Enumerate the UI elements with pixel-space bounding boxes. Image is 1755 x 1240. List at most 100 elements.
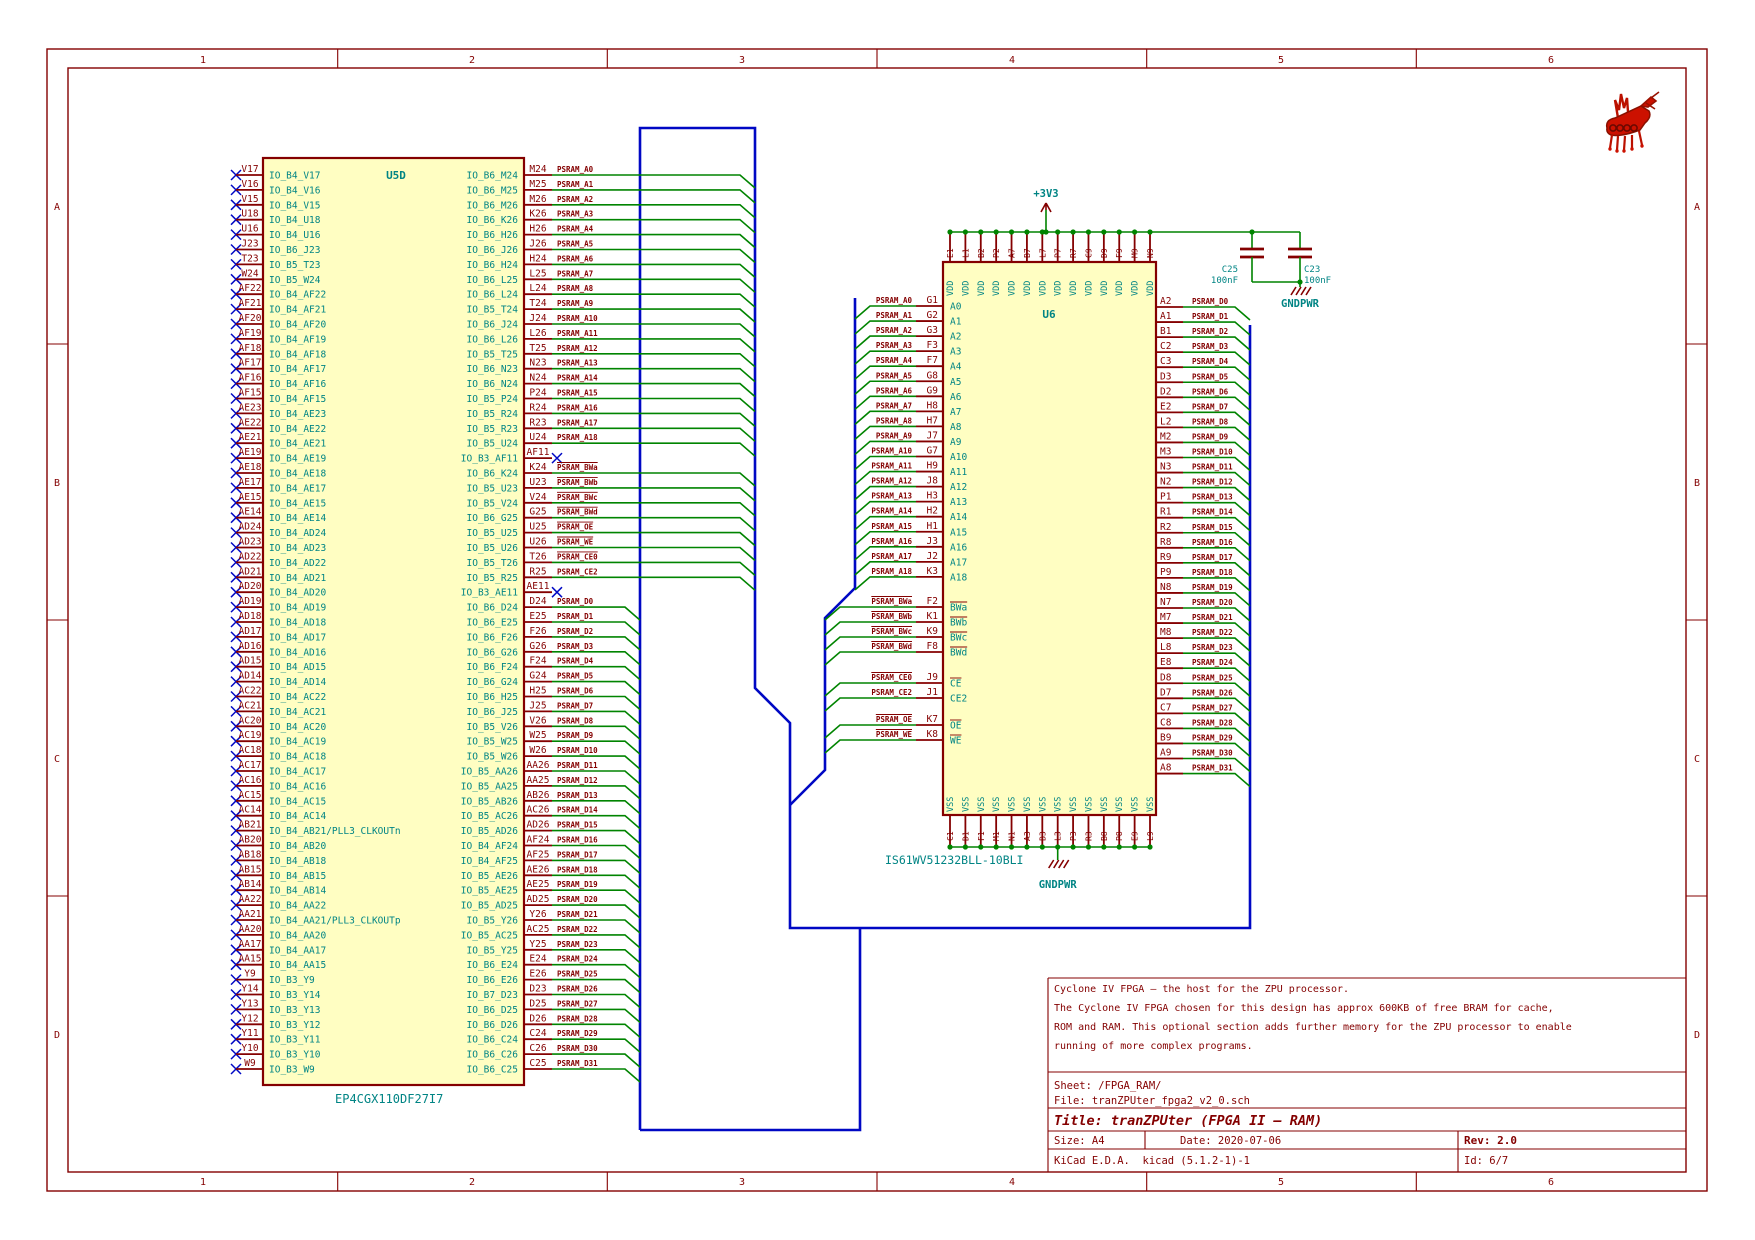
bus-line <box>640 928 862 1132</box>
wire <box>552 367 756 383</box>
pin-number: B2 <box>977 248 986 258</box>
wire <box>552 338 756 353</box>
pin-number: K8 <box>927 729 939 740</box>
pin-number: AB18 <box>239 849 262 860</box>
pin-name: IO_B4_AC14 <box>269 811 326 822</box>
logo <box>1605 91 1660 153</box>
pin-number: N24 <box>529 373 546 384</box>
wire <box>854 500 916 516</box>
net-label: PSRAM_D0 <box>1192 297 1229 306</box>
fpga-body <box>261 156 526 1087</box>
wire <box>552 1068 641 1083</box>
pin-number: AD25 <box>527 894 550 905</box>
net-label: PSRAM_A2 <box>557 195 593 204</box>
pin-number: M3 <box>1160 447 1171 458</box>
net-label: PSRAM_CE0 <box>557 552 598 561</box>
wire <box>1183 426 1251 442</box>
pin-number: AD15 <box>239 656 262 667</box>
pin-number: AF20 <box>239 313 262 324</box>
pin-number: M7 <box>1160 612 1171 623</box>
pin-name: IO_B5_Y25 <box>467 945 518 956</box>
net-label: PSRAM_D24 <box>557 955 598 964</box>
pin-number: E24 <box>529 954 546 965</box>
pin-number: T25 <box>529 343 546 354</box>
pin-number: V15 <box>241 194 258 205</box>
net-label: PSRAM_D12 <box>557 776 598 785</box>
pin-name: IO_B6_L24 <box>467 290 519 301</box>
sheet-id-field: Id: 6/7 <box>1464 1155 1508 1167</box>
net-label: PSRAM_WE <box>557 538 594 547</box>
pin-name: A3 <box>950 347 961 358</box>
wire <box>1183 697 1251 712</box>
pin-number: C8 <box>1160 717 1172 728</box>
wire <box>552 770 641 785</box>
pin-name: IO_B4_AF22 <box>269 290 326 301</box>
pin-name: IO_B5_R24 <box>467 409 519 420</box>
net-label: PSRAM_D21 <box>1192 613 1233 622</box>
pin-number: R1 <box>1160 507 1172 518</box>
pin-number: AF17 <box>239 358 262 369</box>
net-label: PSRAM_A15 <box>557 389 598 398</box>
grid-label: 4 <box>1009 55 1015 66</box>
pin-number: F3 <box>927 340 938 351</box>
grid-label: A <box>1694 202 1700 213</box>
wire <box>552 278 756 293</box>
pin-name: IO_B6_K24 <box>467 469 519 480</box>
net-label: PSRAM_D27 <box>1192 703 1233 712</box>
pin-name: IO_B6_G26 <box>467 647 519 658</box>
pin-number: AE18 <box>239 462 262 473</box>
wire <box>552 755 641 770</box>
net-label: PSRAM_A1 <box>557 180 594 189</box>
pin-name: A10 <box>950 452 967 463</box>
pin-number: AA20 <box>239 924 262 935</box>
pin-number: P9 <box>1160 567 1172 578</box>
grid-label: C <box>54 754 60 765</box>
pin-name: IO_B4_AC21 <box>269 707 326 718</box>
net-label: PSRAM_D24 <box>1192 658 1233 667</box>
junction-dot <box>1147 844 1153 850</box>
pin-number: C9 <box>1084 248 1093 258</box>
pin-number: T24 <box>529 298 546 309</box>
pin-number: N7 <box>1160 597 1171 608</box>
pin-name: IO_B5_V24 <box>467 498 519 509</box>
pin-name: VDD <box>946 281 956 296</box>
pin-number: AE14 <box>239 507 262 518</box>
pin-name: IO_B4_AD21 <box>269 573 326 584</box>
wire <box>552 695 641 711</box>
wire <box>854 380 916 395</box>
net-label: PSRAM_A8 <box>876 416 913 425</box>
pin-name: IO_B4_AE21 <box>269 439 326 450</box>
pin-number: J23 <box>241 239 258 250</box>
pin-name: IO_B4_U16 <box>269 230 321 241</box>
pin-number: AB15 <box>239 864 262 875</box>
net-label: PSRAM_D29 <box>1192 733 1233 742</box>
pin-number: V17 <box>241 164 258 175</box>
pin-name: IO_B4_V15 <box>269 200 320 211</box>
pin-number: L24 <box>529 283 546 294</box>
note-line: The Cyclone IV FPGA chosen for this desi… <box>1054 1003 1554 1014</box>
pin-number: G3 <box>927 325 938 336</box>
pin-number: AD16 <box>239 641 262 652</box>
pin-number: W25 <box>529 730 546 741</box>
capacitor-ref: C25 <box>1222 265 1238 275</box>
pin-name: IO_B4_AC15 <box>269 796 326 807</box>
wire <box>1183 486 1251 502</box>
pin-number: M26 <box>529 194 546 205</box>
pin-number: E1 <box>946 248 955 258</box>
rev-field: Rev: 2.0 <box>1464 1134 1517 1147</box>
net-label: PSRAM_A16 <box>871 537 912 546</box>
pin-number: K1 <box>927 611 939 622</box>
pin-number: F1 <box>977 831 986 841</box>
logo-graphic <box>1640 144 1644 148</box>
net-label: PSRAM_D7 <box>557 701 593 710</box>
pin-number: C2 <box>1160 341 1171 352</box>
pin-name: IO_B6_K26 <box>467 215 519 226</box>
pin-name: IO_B4_AD22 <box>269 558 326 569</box>
pin-number: G26 <box>529 641 546 652</box>
net-label: PSRAM_A14 <box>557 374 598 383</box>
pin-name: IO_B6_H25 <box>467 692 518 703</box>
pin-number: D25 <box>529 998 546 1009</box>
pin-number: P3 <box>1069 831 1078 841</box>
grid-label: 3 <box>739 1177 745 1188</box>
pin-number: L8 <box>1160 642 1172 653</box>
